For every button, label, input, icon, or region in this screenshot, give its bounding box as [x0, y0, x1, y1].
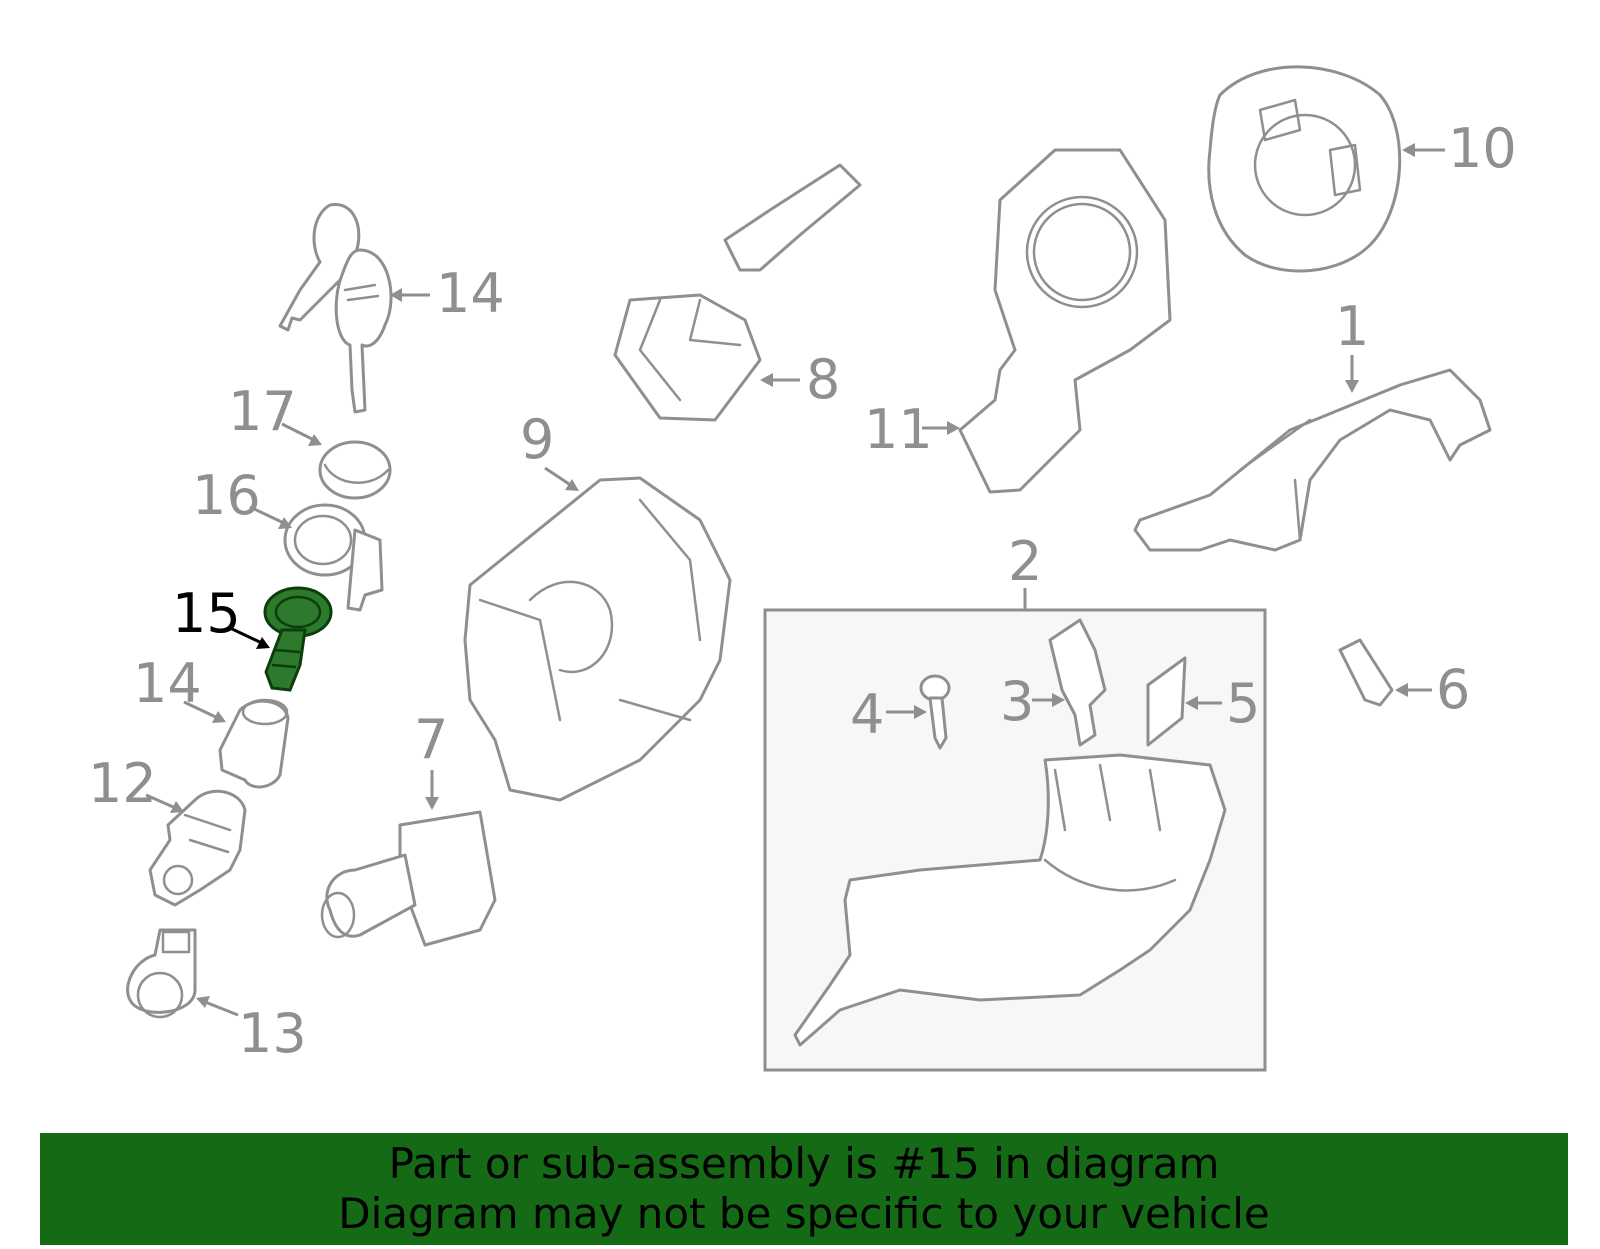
- part-9-column-bracket[interactable]: [463, 466, 732, 802]
- callout-15: 15: [172, 582, 241, 645]
- callout-14-top: 14: [436, 262, 505, 325]
- callout-2: 2: [1008, 530, 1042, 593]
- callout-12: 12: [88, 752, 157, 815]
- callout-10: 10: [1448, 117, 1517, 180]
- callout-17: 17: [228, 380, 297, 443]
- part-12-switch[interactable]: [145, 789, 247, 907]
- part-6-clip[interactable]: [1338, 638, 1432, 707]
- part-10-clock-spring[interactable]: [1207, 65, 1445, 273]
- part-7-lever-switch[interactable]: [320, 770, 497, 947]
- part-11-cover[interactable]: [922, 148, 1172, 494]
- callout-5: 5: [1226, 672, 1260, 735]
- part-2-lower-cover[interactable]: [793, 753, 1227, 1047]
- part-8-wiper-switch[interactable]: [613, 163, 862, 422]
- part-5-pad[interactable]: [1146, 656, 1222, 747]
- callout-4: 4: [850, 683, 884, 746]
- part-4-screw[interactable]: [886, 674, 951, 750]
- callout-16: 16: [192, 464, 261, 527]
- part-14-keys[interactable]: [278, 203, 430, 414]
- callout-11: 11: [864, 398, 933, 461]
- callout-13: 13: [238, 1002, 307, 1065]
- callout-1: 1: [1335, 295, 1369, 358]
- banner-line-2: Diagram may not be specific to your vehi…: [338, 1189, 1270, 1238]
- banner-line-1: Part or sub-assembly is #15 in diagram: [388, 1139, 1220, 1188]
- callout-3: 3: [1000, 670, 1034, 733]
- callout-9: 9: [520, 408, 554, 471]
- callout-14-lower: 14: [133, 652, 202, 715]
- part-3-bracket[interactable]: [1032, 618, 1107, 747]
- part-17-ring[interactable]: [281, 422, 392, 500]
- part-13-actuator[interactable]: [126, 928, 239, 1019]
- callout-6: 6: [1436, 658, 1470, 721]
- part-14-cylinder[interactable]: [183, 698, 290, 789]
- info-banner: Part or sub-assembly is #15 in diagram D…: [40, 1133, 1568, 1245]
- part-16-collar[interactable]: [249, 503, 384, 612]
- part-1-upper-cover[interactable]: [1133, 355, 1492, 552]
- callout-7: 7: [414, 708, 448, 771]
- part-15-highlighted[interactable]: [229, 586, 333, 692]
- callout-8: 8: [806, 348, 840, 411]
